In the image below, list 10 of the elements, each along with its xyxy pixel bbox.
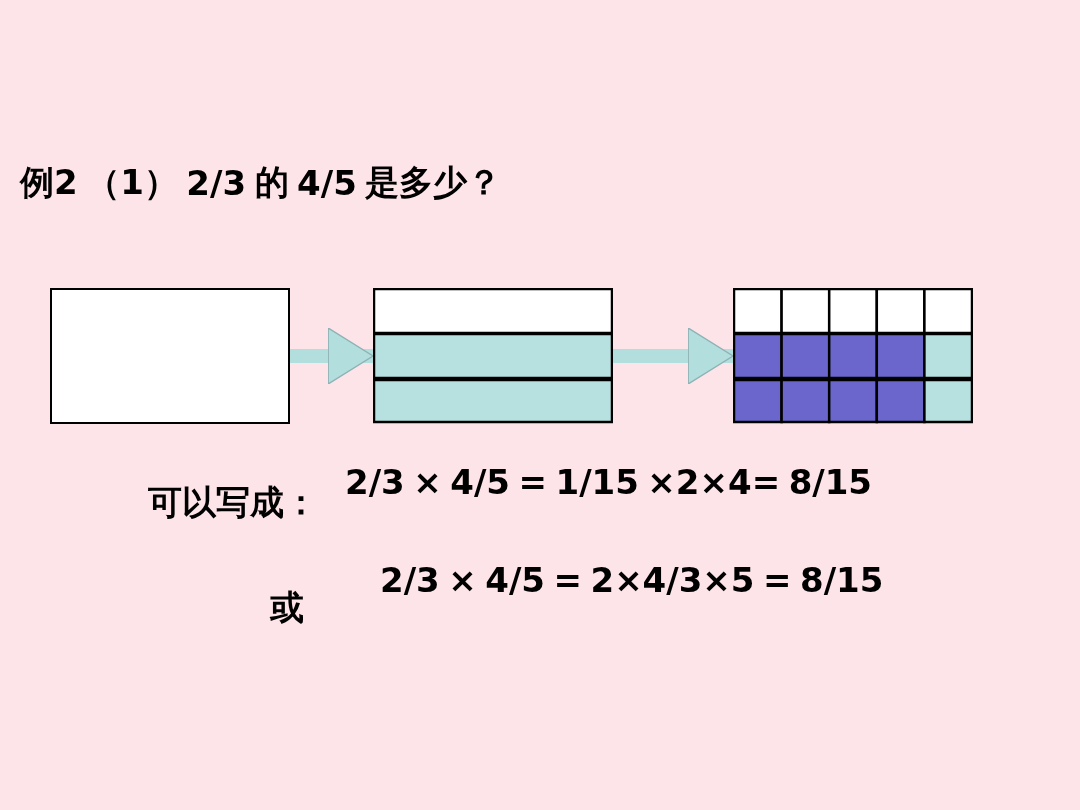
conjunction-text: 或 (270, 586, 304, 629)
rectangle-split-in-thirds (373, 288, 613, 424)
arrow (613, 327, 734, 385)
title-text: 例2 （1） 2/3 的 4/5 是多少？ (20, 161, 502, 205)
shaded-grid-drawing (733, 288, 973, 424)
arrow (290, 327, 374, 385)
instruction-text: 可以写成： (148, 481, 318, 524)
equation: 2/3 × 4/5 = 1/15 ×2×4= 8/15 (345, 462, 873, 502)
equation: 2/3 × 4/5 = 2×4/3×5 = 8/15 (380, 560, 884, 600)
rectangle (50, 288, 290, 424)
